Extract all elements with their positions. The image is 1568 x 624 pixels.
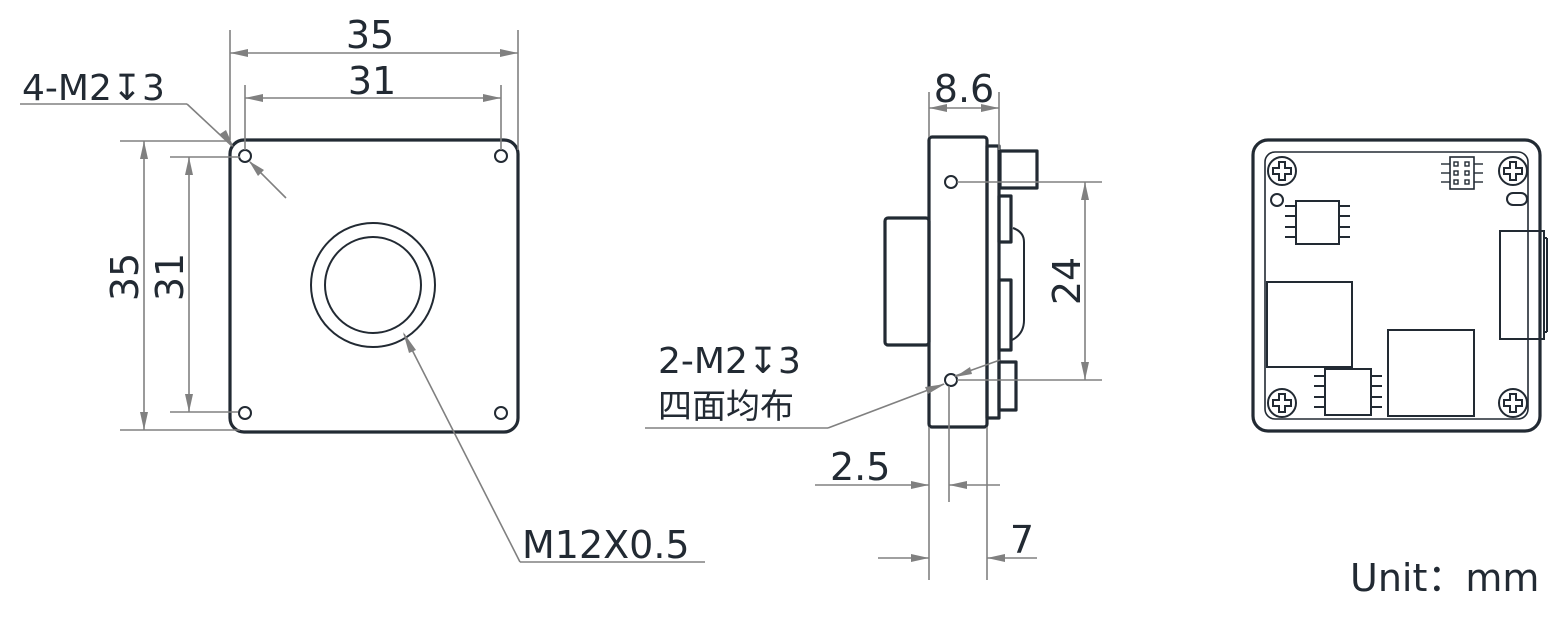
side-fpc-bottom bbox=[997, 360, 1018, 412]
mount-hole-tr bbox=[494, 149, 508, 163]
callout-m12: M12X0.5 bbox=[522, 523, 690, 567]
side-housing bbox=[927, 135, 989, 429]
screw-icon bbox=[1498, 156, 1528, 186]
side-pcb bbox=[985, 144, 1001, 420]
screw-icon bbox=[1267, 156, 1297, 186]
dim-side-7: 7 bbox=[1010, 518, 1034, 562]
rear-oval-hole bbox=[1506, 192, 1528, 206]
lens-mount-outer bbox=[310, 222, 436, 348]
ic-chip-icon bbox=[1285, 200, 1350, 245]
lens-mount-inner bbox=[324, 236, 422, 334]
side-lens-barrel bbox=[883, 216, 931, 347]
ic-square-bottom bbox=[1387, 329, 1475, 417]
dim-front-width-35: 35 bbox=[346, 13, 394, 57]
unit-label: Unit：mm bbox=[1350, 556, 1539, 600]
ic-square-left bbox=[1266, 281, 1353, 368]
callout-four-sides: 四面均布 bbox=[658, 387, 794, 427]
mount-hole-bl bbox=[238, 406, 252, 420]
dim-front-width-31: 31 bbox=[348, 59, 396, 103]
dim-front-height-31: 31 bbox=[148, 253, 192, 301]
side-connector-icon bbox=[1499, 230, 1548, 340]
dim-side-24: 24 bbox=[1045, 257, 1089, 305]
front-view: 35 31 4-M2↧3 35 31 M12X0.5 bbox=[20, 13, 705, 567]
side-fpc-top bbox=[997, 194, 1013, 244]
mount-hole-br bbox=[494, 406, 508, 420]
side-component bbox=[997, 278, 1013, 352]
side-cable bbox=[1011, 227, 1025, 341]
rear-pcb-outline bbox=[1264, 151, 1529, 420]
rear-view bbox=[1251, 138, 1548, 433]
dim-front-height-35: 35 bbox=[103, 253, 147, 301]
ic-chip-icon bbox=[1314, 368, 1382, 416]
dim-side-2-5: 2.5 bbox=[830, 445, 890, 489]
screw-icon bbox=[1267, 388, 1297, 418]
side-hole-top bbox=[944, 175, 958, 189]
mount-hole-tl bbox=[238, 149, 252, 163]
rear-housing-outline bbox=[1251, 138, 1542, 433]
pin-header-icon bbox=[1441, 156, 1483, 190]
rear-small-hole bbox=[1270, 193, 1284, 207]
front-housing-outline bbox=[228, 138, 520, 434]
callout-4-m2: 4-M2↧3 bbox=[22, 68, 165, 109]
screw-icon bbox=[1498, 388, 1528, 418]
side-top-connector bbox=[998, 149, 1039, 190]
side-view: 8.6 24 2-M2↧3 四面均布 2.5 7 bbox=[645, 67, 1102, 580]
callout-2-m2: 2-M2↧3 bbox=[658, 341, 801, 382]
dim-side-8-6: 8.6 bbox=[934, 67, 994, 111]
